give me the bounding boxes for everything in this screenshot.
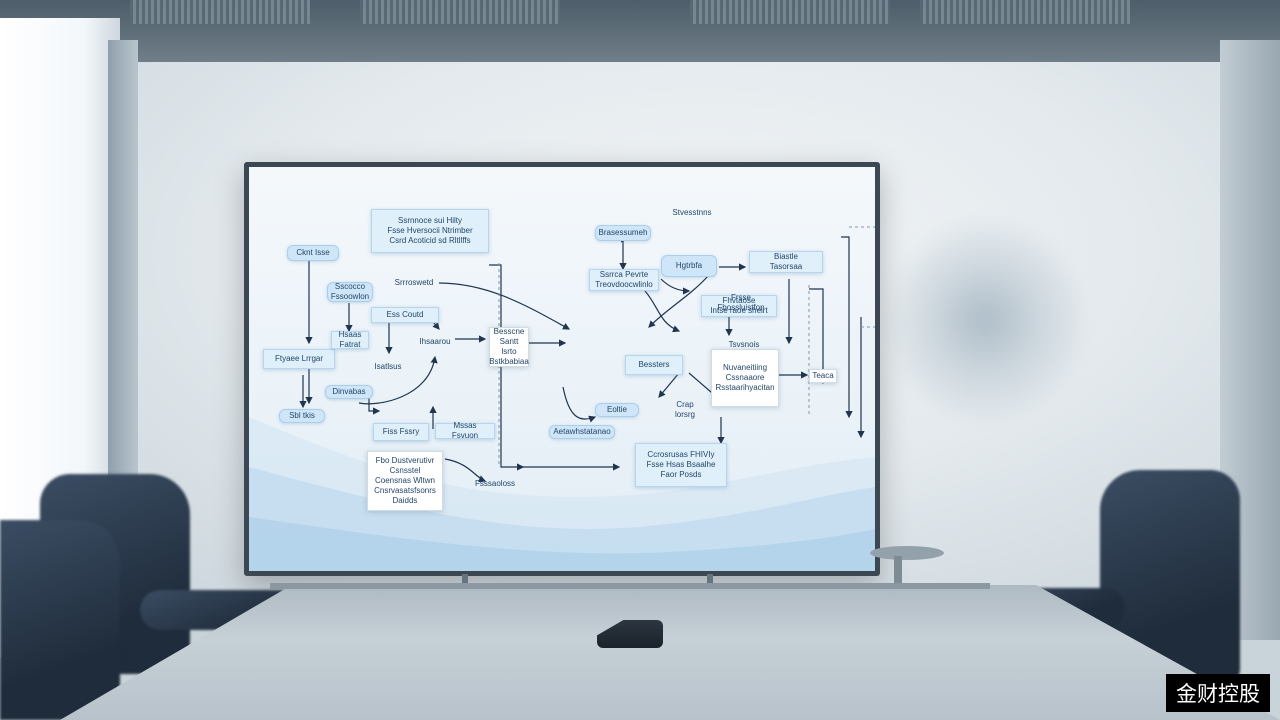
diagram-node: Stvesstnns — [672, 208, 712, 217]
wall-shadow — [885, 210, 1085, 430]
connector-arrow — [648, 274, 710, 328]
diagram-node: Mssas Fsvuon — [435, 421, 495, 440]
ceiling-vent — [130, 0, 310, 24]
flowchart-diagram: Cknt Isse Ssrnnoce sui Hilty Fsse Hversoc… — [249, 167, 875, 571]
connector-arrow — [809, 288, 827, 385]
connector-arrow — [658, 372, 680, 398]
conference-table — [60, 585, 1280, 720]
ceiling-vent — [920, 0, 1130, 24]
diagram-node: Frsse Fbossluistfon — [717, 293, 765, 312]
diagram-node: Brasessumeh — [595, 225, 651, 241]
screen-wave-background — [249, 417, 875, 571]
connector-arrow — [644, 290, 681, 333]
diagram-node: Dinvabas — [325, 385, 373, 399]
diagram-node: Ssrrca Pevrte Treovdoocwlinlo — [589, 269, 659, 291]
diagram-node: Biastle Tasorsaa — [749, 251, 823, 273]
display-screen: Cknt Isse Ssrnnoce sui Hilty Fsse Hversoc… — [244, 162, 880, 576]
diagram-node: Hgtrbfa — [661, 255, 717, 277]
ceiling — [0, 0, 1280, 62]
ceiling-vent — [360, 0, 560, 24]
diagram-node: Besscne Santt lsrto Bstkbabiaa — [489, 327, 529, 367]
side-table — [870, 546, 944, 560]
table-edge — [270, 583, 990, 589]
diagram-node: Ess Coutd — [371, 307, 439, 323]
diagram-node: Srrroswetd — [394, 278, 434, 287]
diagram-node: Teaca — [809, 369, 837, 383]
diagram-node: Fhvtaose Intse raoe sheirt — [701, 295, 777, 317]
diagram-node: Aetawhstatanao — [549, 425, 615, 439]
diagram-node: Sbl tkis — [279, 409, 325, 423]
connector-arrow — [841, 236, 853, 419]
diagram-node: Fsssaoloss — [475, 479, 516, 488]
diagram-node: Ccrosrusas FHIVIy Fsse Hsas Bsaalhe Faor… — [635, 443, 727, 487]
diagram-node: Crap lorsrg — [674, 400, 695, 419]
diagram-node: Cknt Isse — [287, 245, 339, 261]
diagram-node: Bessters — [625, 355, 683, 375]
connector-arrow — [444, 458, 487, 483]
connector-arrow — [660, 278, 691, 295]
connector-arrow — [562, 386, 597, 423]
ceiling-vent — [690, 0, 890, 24]
diagram-node: Nuvaneitiing Cssnaaore Rsstaarihyacitan — [711, 349, 779, 407]
side-table-leg — [894, 556, 902, 596]
diagram-node: Eoltie — [595, 403, 639, 417]
diagram-node: Hsaas Fatrat — [331, 330, 369, 349]
diagram-node: Isatlsus — [374, 362, 402, 371]
diagram-node: Fbo Dustverutivr Csnsstel Coensnas Wltwn… — [367, 451, 443, 511]
connector-arrow — [438, 282, 571, 330]
diagram-node: Ssrnnoce sui Hilty Fsse Hversocii Ntrimb… — [371, 209, 489, 253]
diagram-node: Sscocco Fssoowlon — [327, 282, 373, 302]
watermark: 金财控股 — [1166, 674, 1270, 712]
diagram-connectors — [299, 226, 875, 483]
chair-left-front — [0, 520, 120, 720]
diagram-node: Tsvsnois — [728, 340, 760, 349]
diagram-node: Ihsaarou — [419, 337, 451, 346]
connector-arrow — [368, 393, 381, 415]
diagram-node: Fiss Fssry — [373, 423, 429, 441]
diagram-node: Ftyaee Lrrgar — [263, 349, 335, 369]
connector-arrow — [358, 355, 438, 405]
